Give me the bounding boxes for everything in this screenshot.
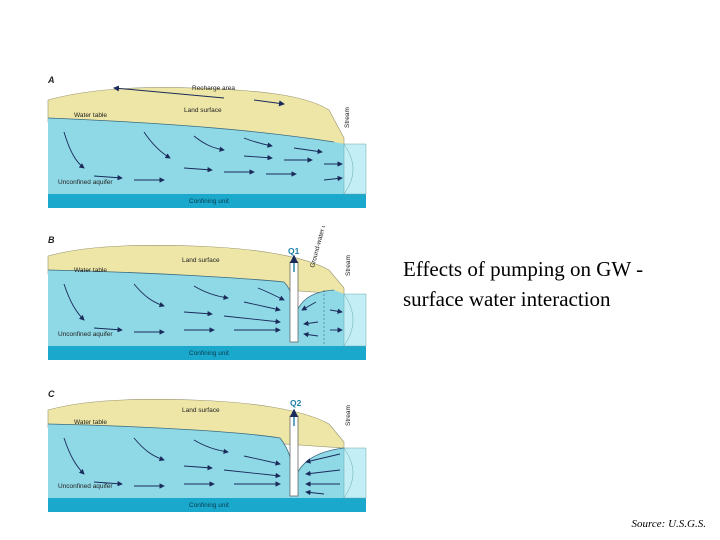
source-credit: Source: U.S.G.S. bbox=[631, 518, 706, 530]
confining-layer bbox=[48, 346, 366, 360]
panel-letter: A bbox=[47, 75, 55, 85]
water-table-label: Water table bbox=[74, 267, 107, 274]
land-surface-label: Land surface bbox=[184, 107, 222, 114]
panel-a-diagram: A Recharge area Land surface Water table… bbox=[47, 75, 367, 208]
panel-letter: C bbox=[48, 389, 55, 399]
flow-arrows bbox=[63, 131, 343, 183]
land-layer bbox=[47, 87, 345, 145]
land-layer bbox=[47, 399, 345, 449]
confining-layer bbox=[48, 194, 366, 208]
stream-label: Stream bbox=[345, 255, 352, 276]
panel-b-diagram: B Q1 Ground-water divide Land surface Wa… bbox=[47, 226, 367, 360]
panel-c-diagram: C Q2 Land surface Water table Unconfined… bbox=[47, 389, 367, 512]
aquifer-label: Unconfined aquifer bbox=[58, 331, 113, 338]
aquifer-label: Unconfined aquifer bbox=[58, 483, 113, 490]
confining-label: Confining unit bbox=[189, 502, 229, 509]
stream-label: Stream bbox=[345, 405, 352, 426]
stream-block bbox=[343, 143, 367, 195]
water-table-line bbox=[47, 269, 335, 317]
confining-label: Confining unit bbox=[189, 350, 229, 357]
recharge-label: Recharge area bbox=[192, 85, 235, 92]
panel-a: A Recharge area Land surface Water table… bbox=[44, 72, 370, 212]
water-table-label: Water table bbox=[74, 419, 107, 426]
well bbox=[289, 261, 299, 343]
panel-b: B Q1 Ground-water divide Land surface Wa… bbox=[44, 226, 370, 366]
aquifer-label: Unconfined aquifer bbox=[58, 179, 113, 186]
aquifer-layer bbox=[48, 424, 344, 498]
water-table-line bbox=[47, 423, 345, 481]
well bbox=[289, 415, 299, 497]
confining-layer bbox=[48, 498, 366, 512]
stream-block bbox=[343, 293, 367, 347]
land-surface-label: Land surface bbox=[182, 407, 220, 414]
slide-title: Effects of pumping on GW - surface water… bbox=[403, 257, 644, 311]
stream-label: Stream bbox=[344, 107, 351, 128]
panel-c: C Q2 Land surface Water table Unconfined… bbox=[44, 380, 370, 520]
land-surface-label: Land surface bbox=[182, 257, 220, 264]
water-table-line bbox=[47, 117, 335, 143]
confining-label: Confining unit bbox=[189, 198, 229, 205]
stream-block bbox=[343, 447, 367, 499]
flow-arrows bbox=[63, 283, 343, 338]
panel-letter: B bbox=[48, 235, 55, 245]
flow-arrows bbox=[63, 437, 341, 496]
well-label: Q1 bbox=[288, 246, 300, 256]
water-table-label: Water table bbox=[74, 112, 107, 119]
recharge-arrow bbox=[113, 85, 225, 99]
divide-label: Ground-water divide bbox=[309, 226, 331, 269]
well-label: Q2 bbox=[290, 398, 302, 408]
